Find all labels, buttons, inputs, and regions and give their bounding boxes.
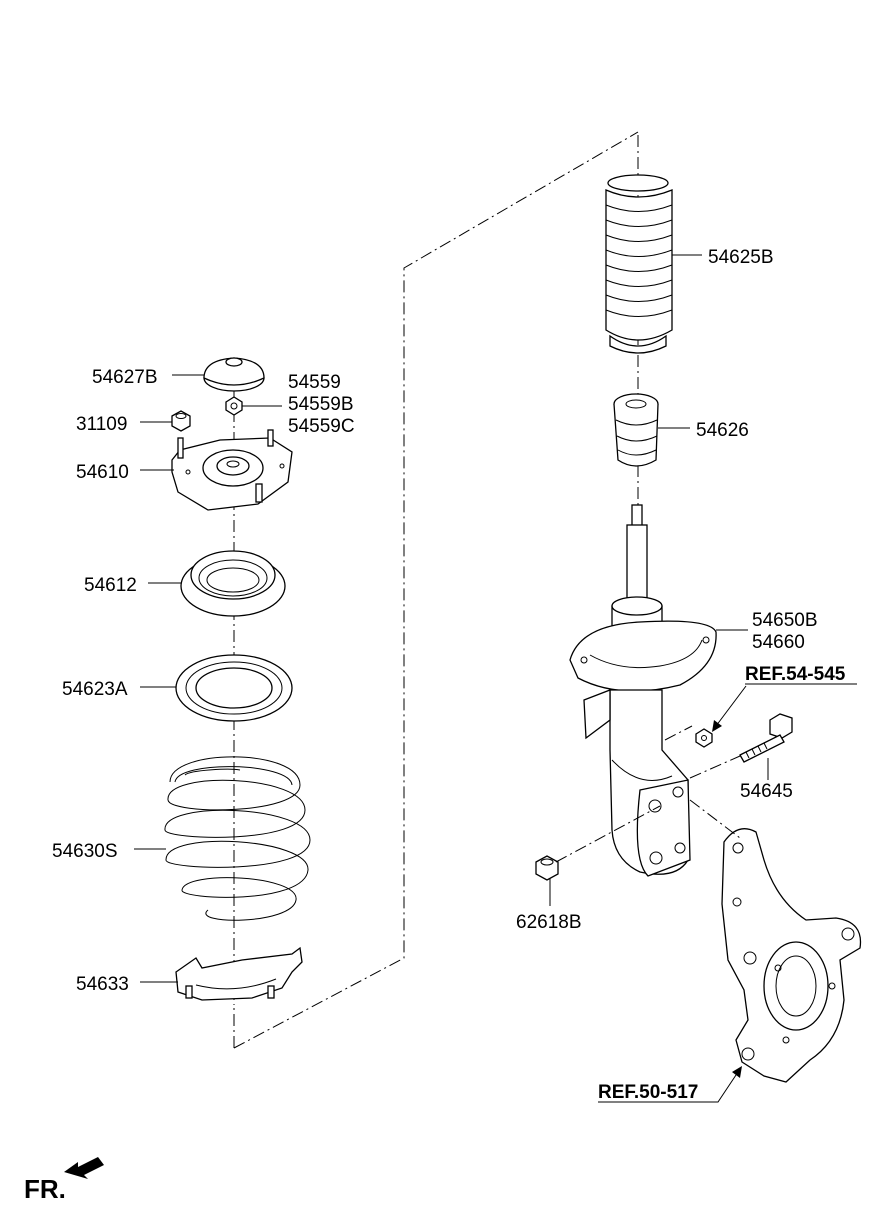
label-54660: 54660 [752, 632, 805, 653]
ref-50-517: REF.50-517 [598, 1082, 698, 1103]
spring-pad-part[interactable] [175, 654, 293, 722]
steering-knuckle-part[interactable] [721, 828, 862, 1083]
label-54559: 54559 [288, 372, 341, 393]
label-54650B: 54650B [752, 610, 818, 631]
leader-ref-50-517 [598, 1071, 739, 1103]
mount-nut-part[interactable] [171, 410, 191, 432]
label-31109: 31109 [76, 414, 127, 435]
label-54630S: 54630S [52, 841, 118, 862]
knuckle-nut-part[interactable] [535, 855, 559, 881]
stabilizer-nut-part[interactable] [695, 728, 713, 748]
stab-axis-line [664, 725, 693, 741]
lower-spring-pad-part[interactable] [175, 946, 303, 1001]
label-54559C: 54559C [288, 416, 355, 437]
arrow-ref-50-517 [732, 1066, 742, 1078]
nut-axis-line [555, 805, 661, 863]
dust-cap-part[interactable] [203, 357, 265, 392]
arrow-ref-54-545 [712, 720, 722, 732]
label-54627B: 54627B [92, 367, 158, 388]
front-arrow-icon [64, 1157, 104, 1179]
label-54610: 54610 [76, 462, 129, 483]
front-indicator: FR. [24, 1174, 66, 1204]
coil-spring-part[interactable] [164, 756, 311, 921]
ref-54-545: REF.54-545 [745, 664, 846, 685]
label-54626: 54626 [696, 420, 749, 441]
strut-assembly-part[interactable] [569, 504, 717, 877]
label-54633: 54633 [76, 974, 129, 995]
assembly-boundary [233, 131, 639, 1049]
strut-bolt-part[interactable] [739, 713, 793, 763]
label-54625B: 54625B [708, 247, 774, 268]
label-54645: 54645 [740, 781, 793, 802]
dust-boot-part[interactable] [605, 174, 673, 354]
label-54623A: 54623A [62, 679, 128, 700]
bump-stop-part[interactable] [613, 393, 659, 467]
label-62618B: 62618B [516, 912, 582, 933]
bolt-axis-line [689, 755, 741, 779]
strut-mount-part[interactable] [171, 429, 293, 511]
leader-ref-54-545 [715, 685, 747, 727]
label-54612: 54612 [84, 575, 137, 596]
strut-bearing-part[interactable] [180, 550, 286, 617]
knuckle-axis-line [689, 799, 741, 839]
label-54559B: 54559B [288, 394, 354, 415]
strut-nut-part[interactable] [225, 396, 243, 416]
